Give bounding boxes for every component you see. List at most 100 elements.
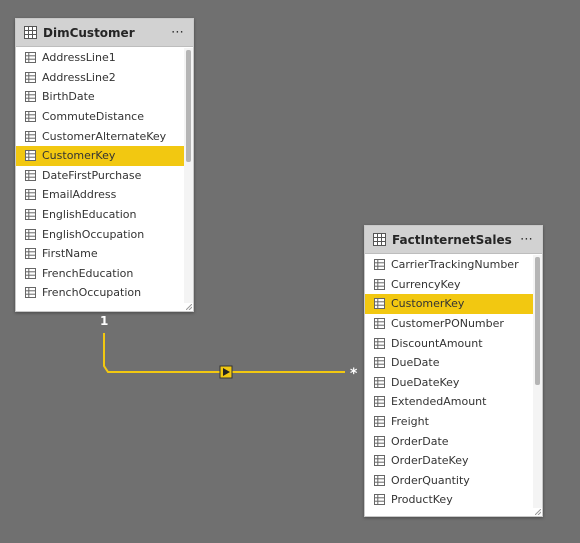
resize-grip-icon[interactable] — [186, 304, 192, 310]
table-icon — [373, 233, 386, 246]
resize-grip-icon[interactable] — [535, 509, 541, 515]
field-label: Freight — [391, 415, 429, 429]
column-icon — [374, 435, 385, 447]
field-label: DueDateKey — [391, 375, 460, 389]
field-row[interactable]: FrenchOccupation — [16, 283, 184, 303]
field-row[interactable]: DueDate — [365, 353, 533, 373]
column-icon — [374, 357, 385, 369]
column-icon — [25, 111, 36, 123]
dimcustomer-header[interactable]: DimCustomer ⋯ — [16, 19, 193, 47]
field-label: EnglishOccupation — [42, 227, 145, 241]
field-label: CustomerPONumber — [391, 317, 504, 331]
field-label: OrderDate — [391, 434, 449, 448]
dimcustomer-scrollbar[interactable] — [184, 48, 193, 303]
field-row[interactable]: FirstName — [16, 244, 184, 264]
field-row[interactable]: OrderDate — [365, 431, 533, 451]
field-label: FirstName — [42, 247, 98, 261]
field-row[interactable]: EmailAddress — [16, 185, 184, 205]
more-options-icon[interactable]: ⋯ — [171, 25, 185, 40]
field-label: CommuteDistance — [42, 110, 144, 124]
field-label: CustomerKey — [391, 297, 465, 311]
factinternetsales-scroll-thumb[interactable] — [535, 257, 540, 385]
cardinality-one-label: 1 — [100, 314, 109, 328]
field-label: CarrierTrackingNumber — [391, 258, 519, 272]
table-icon — [24, 26, 37, 39]
factinternetsales-header[interactable]: FactInternetSales ⋯ — [365, 226, 542, 254]
field-row[interactable]: CustomerKey — [16, 145, 184, 166]
field-row[interactable]: DiscountAmount — [365, 333, 533, 353]
field-label: FrenchOccupation — [42, 286, 142, 300]
column-icon — [25, 52, 36, 64]
field-row[interactable]: CommuteDistance — [16, 107, 184, 127]
field-label: OrderDateKey — [391, 454, 469, 468]
column-icon — [25, 91, 36, 103]
filter-direction-arrow — [223, 368, 230, 376]
field-row[interactable]: OrderQuantity — [365, 471, 533, 491]
field-label: ExtendedAmount — [391, 395, 487, 409]
factinternetsales-table-card[interactable]: FactInternetSales ⋯ CarrierTrackingNumbe… — [364, 225, 543, 517]
dimcustomer-title: DimCustomer — [43, 25, 135, 40]
column-icon — [374, 376, 385, 388]
column-icon — [374, 318, 385, 330]
field-row[interactable]: ProductKey — [365, 490, 533, 510]
field-label: DiscountAmount — [391, 336, 483, 350]
column-icon — [25, 189, 36, 201]
field-row[interactable]: OrderDateKey — [365, 451, 533, 471]
field-row[interactable]: ExtendedAmount — [365, 392, 533, 412]
column-icon — [25, 228, 36, 240]
cardinality-many-label: * — [350, 366, 358, 382]
field-label: FrenchEducation — [42, 266, 134, 280]
field-row[interactable]: DueDateKey — [365, 373, 533, 393]
field-label: EnglishEducation — [42, 208, 137, 222]
column-icon — [374, 278, 385, 290]
column-icon — [25, 287, 36, 299]
column-icon — [25, 209, 36, 221]
field-row[interactable]: AddressLine2 — [16, 68, 184, 88]
field-row[interactable]: EnglishOccupation — [16, 224, 184, 244]
column-icon — [374, 455, 385, 467]
column-icon — [374, 298, 385, 310]
field-row[interactable]: CustomerPONumber — [365, 314, 533, 334]
field-row[interactable]: FrenchEducation — [16, 264, 184, 284]
column-icon — [374, 337, 385, 349]
field-label: DateFirstPurchase — [42, 168, 142, 182]
field-row[interactable]: CarrierTrackingNumber — [365, 255, 533, 275]
field-row[interactable]: CustomerKey — [365, 294, 533, 314]
column-icon — [374, 396, 385, 408]
filter-direction-icon[interactable] — [219, 365, 233, 379]
relationship-connector[interactable] — [103, 333, 345, 373]
field-row[interactable]: CustomerAlternateKey — [16, 126, 184, 146]
field-label: CustomerAlternateKey — [42, 129, 167, 143]
factinternetsales-scrollbar[interactable] — [533, 255, 542, 508]
field-row[interactable]: BirthDate — [16, 87, 184, 107]
field-row[interactable]: Freight — [365, 412, 533, 432]
column-icon — [25, 150, 36, 162]
column-icon — [374, 259, 385, 271]
field-row[interactable]: AddressLine1 — [16, 48, 184, 68]
column-icon — [25, 248, 36, 260]
field-row[interactable]: CurrencyKey — [365, 275, 533, 295]
column-icon — [374, 416, 385, 428]
more-options-icon[interactable]: ⋯ — [520, 232, 534, 247]
column-icon — [25, 71, 36, 83]
field-label: ProductKey — [391, 493, 453, 507]
field-row[interactable]: EnglishEducation — [16, 205, 184, 225]
field-label: CustomerKey — [42, 149, 116, 163]
field-label: DueDate — [391, 356, 440, 370]
field-label: AddressLine2 — [42, 70, 116, 84]
field-label: OrderQuantity — [391, 473, 470, 487]
field-label: BirthDate — [42, 90, 95, 104]
dimcustomer-scroll-thumb[interactable] — [186, 50, 191, 162]
field-label: AddressLine1 — [42, 51, 116, 65]
field-row[interactable]: DateFirstPurchase — [16, 166, 184, 186]
column-icon — [25, 267, 36, 279]
field-label: EmailAddress — [42, 188, 117, 202]
field-label: CurrencyKey — [391, 277, 461, 291]
column-icon — [374, 474, 385, 486]
column-icon — [25, 169, 36, 181]
factinternetsales-title: FactInternetSales — [392, 232, 512, 247]
column-icon — [25, 130, 36, 142]
